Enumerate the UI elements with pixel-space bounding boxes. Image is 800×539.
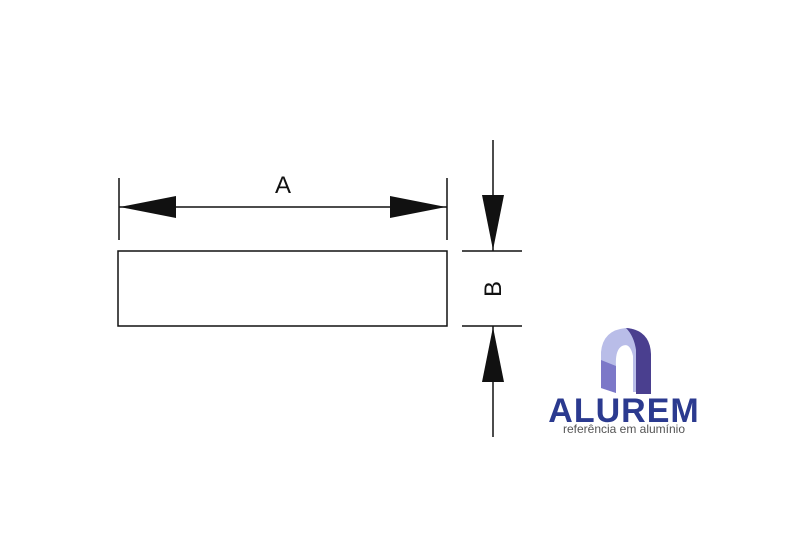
arrowhead-bottom (482, 327, 504, 382)
arrowhead-left (120, 196, 176, 218)
arrowhead-right (390, 196, 446, 218)
dimension-b: B (462, 140, 522, 437)
dimension-a: A (118, 172, 448, 240)
bar-profile-rectangle (117, 250, 448, 327)
logo-tagline: referência em alumínio (563, 422, 685, 436)
dimension-label-b: B (480, 281, 507, 297)
alurem-logo: ALUREM referência em alumínio (548, 328, 699, 436)
logo-mark-icon (601, 328, 651, 394)
dimension-label-a: A (275, 172, 291, 199)
logo-wordmark: ALUREM (548, 392, 699, 430)
arrowhead-top (482, 195, 504, 250)
